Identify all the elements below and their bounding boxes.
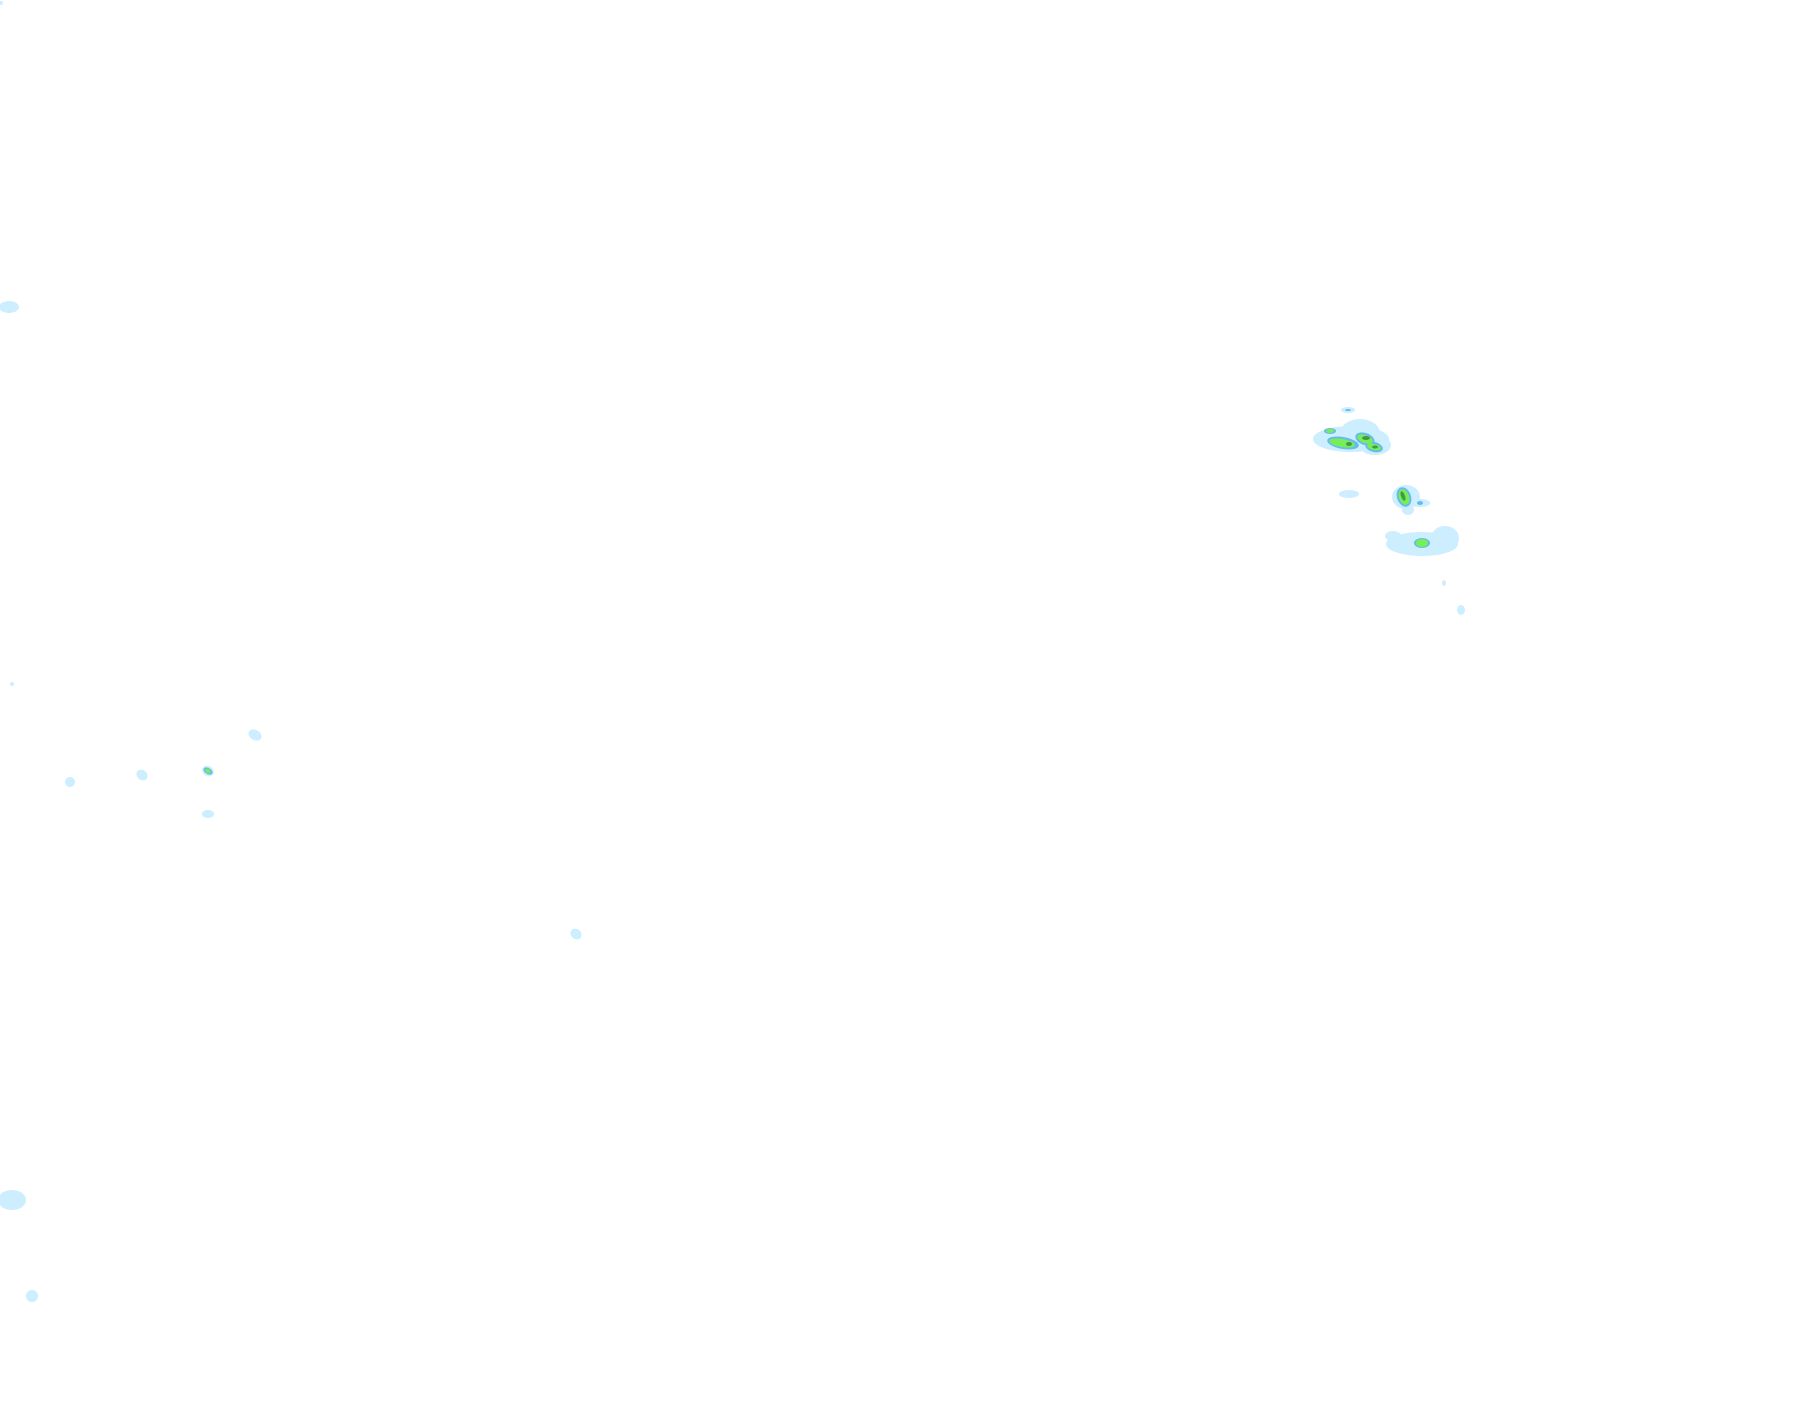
- radar-echo-cell: [64, 777, 75, 787]
- radar-echo-cell: [1339, 490, 1359, 498]
- radar-echo-cell: [248, 729, 262, 741]
- radar-echo-cell: [1402, 505, 1414, 515]
- radar-echo-cell: [1372, 445, 1378, 449]
- radar-echo-cell: [1417, 501, 1423, 505]
- radar-echo-cell: [10, 682, 14, 686]
- radar-echo-cell: [1362, 436, 1370, 440]
- radar-echo-cell: [1457, 605, 1465, 615]
- radar-echo-cell: [26, 1290, 38, 1302]
- radar-echo-cell: [0, 1190, 26, 1210]
- radar-echo-cell: [1416, 539, 1428, 547]
- radar-echo-cell: [205, 768, 211, 774]
- radar-echo-cell: [570, 928, 582, 940]
- radar-echo-cell: [1442, 580, 1446, 586]
- radar-echo-cell: [1326, 429, 1334, 433]
- radar-echo-layer: [0, 1, 1465, 1302]
- radar-echo-cell: [1345, 409, 1351, 411]
- radar-echo-cell: [0, 301, 19, 313]
- radar-echo-cell: [202, 810, 214, 818]
- radar-echo-cell: [1431, 526, 1459, 550]
- radar-echo-cell: [0, 1, 3, 5]
- radar-echo-cell: [1385, 531, 1401, 541]
- radar-echo-cell: [1346, 442, 1352, 446]
- radar-echo-cell: [136, 769, 148, 781]
- radar-echo-cell: [1400, 491, 1406, 501]
